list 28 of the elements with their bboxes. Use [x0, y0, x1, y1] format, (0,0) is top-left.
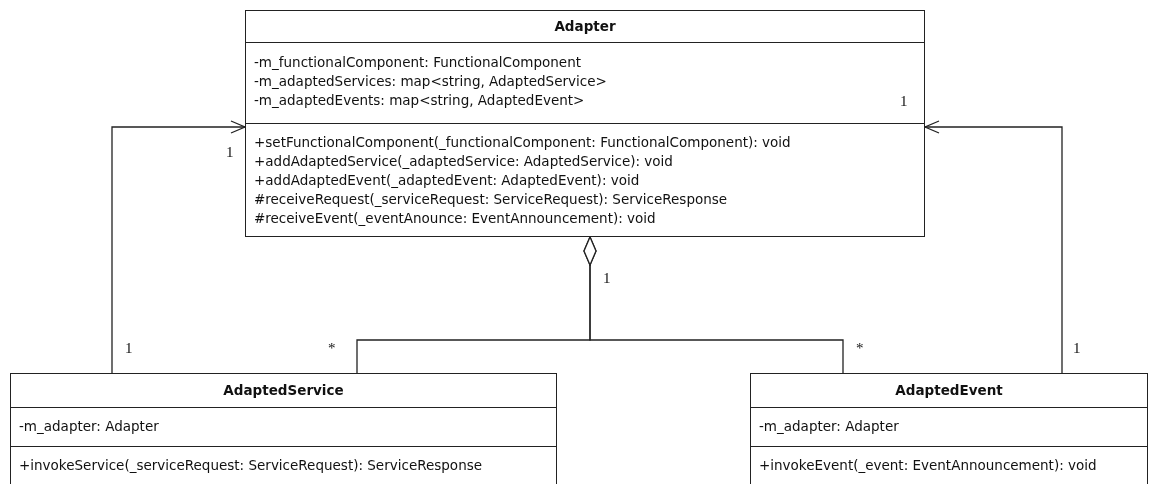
class-box — [10, 373, 557, 484]
aggregation-line — [583, 236, 844, 374]
association-arrow — [924, 120, 1063, 374]
attribute-text: -m_adapter: Adapter — [19, 417, 159, 436]
multiplicity-label: 1 — [125, 340, 133, 357]
method-text: +addAdaptedService(_adaptedService: AdaptedService): void — [254, 152, 673, 171]
class-box — [245, 10, 925, 237]
multiplicity-label: 1 — [603, 270, 611, 287]
attribute-text: -m_adapter: Adapter — [759, 417, 899, 436]
multiplicity-label: * — [856, 340, 864, 357]
multiplicity-label: 1 — [226, 144, 234, 161]
attribute-text: -m_adaptedEvents: map<string, AdaptedEvent> — [254, 91, 585, 110]
method-text: +addAdaptedEvent(_adaptedEvent: AdaptedEvent): void — [254, 171, 640, 190]
class-name: AdaptedEvent — [895, 381, 1003, 400]
method-text: +setFunctionalComponent(_functionalComponent: FunctionalComponent): void — [254, 133, 791, 152]
attribute-text: -m_adaptedServices: map<string, AdaptedService> — [254, 72, 607, 91]
multiplicity-label: 1 — [900, 93, 908, 110]
class-name: AdaptedService — [223, 381, 344, 400]
method-text: #receiveRequest(_serviceRequest: ServiceRequest): ServiceResponse — [254, 190, 728, 209]
class-name: Adapter — [554, 17, 616, 36]
class-box — [750, 373, 1148, 484]
multiplicity-label: * — [328, 340, 336, 357]
method-text: +invokeEvent(_event: EventAnnouncement): void — [759, 456, 1097, 475]
association-arrow — [111, 120, 246, 374]
method-text: #receiveEvent(_eventAnounce: EventAnnouncement): void — [254, 209, 656, 228]
attribute-text: -m_functionalComponent: FunctionalComponent — [254, 53, 581, 72]
multiplicity-label: 1 — [1073, 340, 1081, 357]
method-text: +invokeService(_serviceRequest: ServiceRequest): ServiceResponse — [19, 456, 483, 475]
